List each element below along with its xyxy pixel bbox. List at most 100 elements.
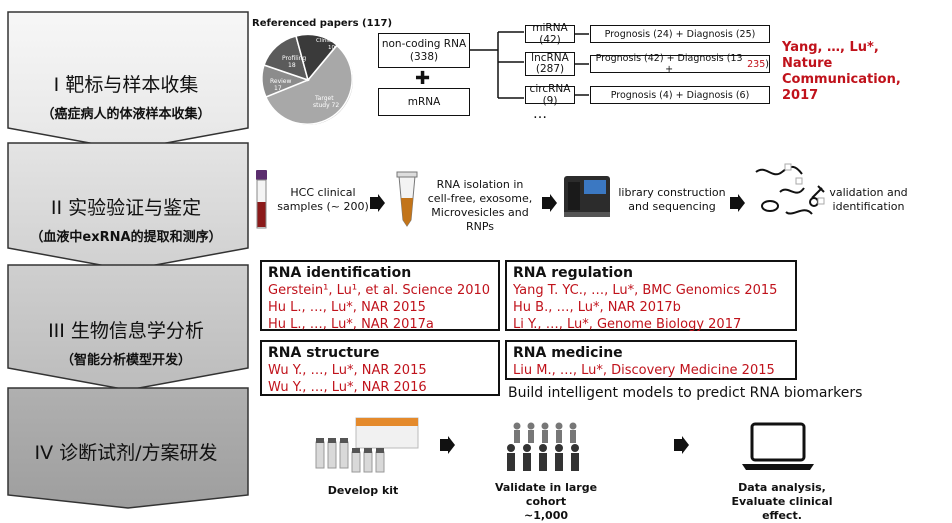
cohort-line-1: Validate in large cohort [494, 481, 598, 508]
stage-2-chevron [7, 142, 249, 271]
pie-title: Referenced papers (117) [252, 18, 393, 29]
citation-line-2: Nature Communication, [782, 56, 901, 87]
ref-item: Hu L., …, Lu*, NAR 2017a [268, 317, 434, 332]
tube-icon [396, 171, 418, 227]
analysis-line-1: Data analysis, [738, 481, 826, 494]
svg-text:Profiling: Profiling [282, 55, 306, 62]
mirna-box: miRNA (42) [525, 22, 575, 46]
pie-slice-profiling [263, 35, 310, 82]
ref-item: Li Y., …, Lu*, Genome Biology 2017 [513, 317, 742, 332]
validation-line-1: validation and [829, 186, 908, 199]
hcc-samples-text: HCC clinical samples (~ 200) [274, 186, 372, 214]
mirna-result-box: Prognosis (24) + Diagnosis (25) [590, 25, 770, 43]
circrna-result-box: Prognosis (4) + Diagnosis (6) [590, 86, 770, 104]
stage-3-chevron [7, 264, 249, 391]
stage-3-subtitle: （智能分析模型开发） [60, 353, 191, 368]
stage-4-label: IV 诊断试剂/方案研发 [12, 438, 240, 465]
lncrna-box: lncRNA (287) [525, 52, 575, 76]
rna-structure-box: RNA structure Wu Y., …, Lu*, NAR 2015 Wu… [260, 340, 500, 396]
library-line-1: library construction [618, 186, 726, 199]
rna-regulation-heading: RNA regulation [513, 265, 633, 281]
validation-line-2: identification [832, 200, 905, 213]
rna-isolation-line-3: Microvesicles and [431, 206, 529, 219]
library-line-2: and sequencing [628, 200, 716, 213]
rna-isolation-text: RNA isolation in cell-free, exosome, Mic… [425, 178, 535, 234]
stage-4-title: IV 诊断试剂/方案研发 [34, 442, 218, 464]
arrow-right-icon [370, 194, 385, 212]
svg-text:18: 18 [288, 62, 296, 69]
citation-line-3: 2017 [782, 88, 819, 103]
blood-tube-icon [256, 170, 267, 229]
laptop-icon [742, 422, 814, 470]
rna-medicine-heading: RNA medicine [513, 345, 623, 361]
lncrna-label: lncRNA [531, 52, 569, 64]
more-ellipsis: … [533, 106, 547, 122]
svg-text:Target: Target [314, 95, 334, 102]
cohort-people-icon [507, 422, 579, 471]
kit-icon [315, 417, 419, 473]
tree-connector [470, 31, 524, 99]
circrna-box: circRNA (9) [525, 83, 575, 107]
citation-line-1: Yang, …, Lu*, [782, 40, 879, 55]
stage-2-subtitle: （血液中exRNA的提取和测序） [30, 230, 222, 245]
rna-molecules-icon [755, 163, 825, 215]
analysis-line-2: Evaluate clinical effect. [731, 495, 833, 522]
hcc-samples-line-2: samples (~ 200) [277, 200, 369, 213]
stage-1-chevron [7, 11, 249, 151]
mrna-box: mRNA [378, 88, 470, 116]
stage-4-chevron [7, 387, 249, 509]
pie-slice-clinics [295, 33, 339, 82]
lncrna-result-close: ) [765, 58, 769, 70]
rna-isolation-line-1: RNA isolation in [436, 178, 524, 191]
rna-isolation-line-4: RNPs [465, 220, 495, 233]
models-tagline: Build intelligent models to predict RNA … [508, 385, 863, 401]
ref-item: Yang T. YC., …, Lu*, BMC Genomics 2015 [513, 283, 778, 298]
rna-medicine-box: RNA medicine Liu M., …, Lu*, Discovery M… [505, 340, 797, 380]
stage-3-label: III 生物信息学分析 （智能分析模型开发） [12, 316, 240, 368]
stage-1-label: I 靶标与样本收集 （癌症病人的体液样本收集） [12, 70, 240, 122]
arrow-right-icon [440, 436, 455, 454]
ncrna-box: non-coding RNA (338) [378, 33, 470, 68]
cohort-line-2: ~1,000 [523, 509, 568, 522]
stage-1-title: I 靶标与样本收集 [53, 74, 199, 96]
lncrna-result-highlight: 235 [747, 58, 766, 70]
hcc-samples-line-1: HCC clinical [290, 186, 356, 199]
stage-2-label: II 实验验证与鉴定 （血液中exRNA的提取和测序） [12, 193, 240, 245]
svg-text:10: 10 [328, 45, 335, 51]
rna-structure-heading: RNA structure [268, 345, 380, 361]
svg-text:study 72: study 72 [313, 102, 339, 109]
library-text: library construction and sequencing [612, 186, 732, 214]
validation-text: validation and identification [826, 186, 911, 214]
lncrna-result-box: Prognosis (42) + Diagnosis (13 + 235 ) [590, 53, 770, 75]
sequencer-icon [564, 176, 610, 217]
arrow-right-icon [542, 194, 557, 212]
ref-item: Wu Y., …, Lu*, NAR 2016 [268, 380, 427, 395]
lncrna-count: (287) [535, 63, 565, 75]
rna-identification-box: RNA identification Gerstein¹, Lu¹, et al… [260, 260, 500, 332]
stage-chevrons [7, 11, 249, 509]
develop-kit-label: Develop kit [327, 484, 399, 497]
svg-text:Clinics-based: Clinics-based [316, 38, 352, 44]
rna-regulation-box: RNA regulation Yang T. YC., …, Lu*, BMC … [505, 260, 797, 332]
stage-3-title: III 生物信息学分析 [48, 320, 204, 342]
class-arrows [575, 33, 589, 96]
ncrna-label: non-coding RNA [381, 37, 467, 50]
papers-pie-chart: Clinics-based 10 Profiling 18 Review 17 … [261, 33, 353, 125]
ncrna-count: (338) [409, 50, 439, 63]
ref-item: Wu Y., …, Lu*, NAR 2015 [268, 363, 427, 378]
svg-text:Review: Review [270, 78, 292, 85]
stage-1-subtitle: （癌症病人的体液样本收集） [41, 107, 211, 122]
arrow-right-icon [674, 436, 689, 454]
plus-icon: ✚ [415, 68, 431, 89]
arrow-right-icon [730, 194, 745, 212]
ref-item: Gerstein¹, Lu¹, et al. Science 2010 [268, 283, 491, 298]
rna-identification-heading: RNA identification [268, 265, 412, 281]
ref-item: Hu L., …, Lu*, NAR 2015 [268, 300, 426, 315]
citation-nature: Yang, …, Lu*, Nature Communication, 2017 [782, 40, 952, 104]
ref-item: Hu B., …, Lu*, NAR 2017b [513, 300, 681, 315]
stage-2-title: II 实验验证与鉴定 [50, 197, 202, 219]
rna-isolation-line-2: cell-free, exosome, [427, 192, 533, 205]
ref-item: Liu M., …, Lu*, Discovery Medicine 2015 [513, 363, 775, 378]
svg-text:17: 17 [274, 85, 282, 92]
lncrna-result-text: Prognosis (42) + Diagnosis (13 + [595, 53, 743, 75]
